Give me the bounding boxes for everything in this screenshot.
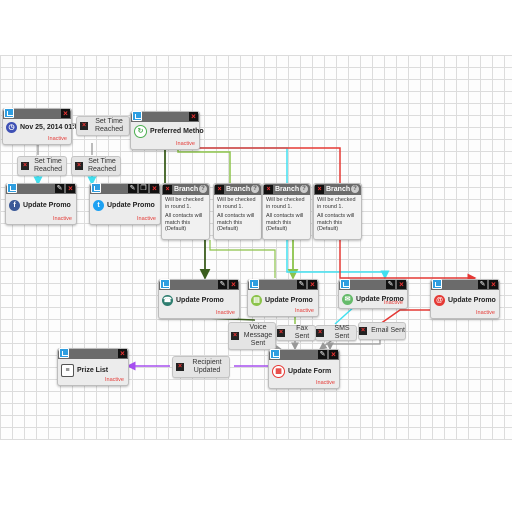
edit-icon[interactable]: [160, 279, 170, 289]
status-label: Inactive: [316, 380, 335, 386]
delete-icon[interactable]: ×: [189, 112, 198, 121]
node-date-trigger[interactable]: × ◷ Nov 25, 2014 01:0 Inactive: [2, 108, 78, 145]
form-icon: ▦: [272, 365, 285, 378]
delete-icon[interactable]: ×: [118, 349, 127, 358]
facebook-icon: f: [9, 200, 20, 211]
fax-icon: ▤: [251, 295, 262, 306]
delete-icon[interactable]: ×: [150, 184, 159, 193]
edit-icon[interactable]: [270, 349, 280, 359]
help-icon[interactable]: ?: [251, 185, 259, 193]
delete-icon[interactable]: ×: [264, 185, 273, 194]
edit-icon[interactable]: [249, 279, 259, 289]
connector-set-time-2[interactable]: × Set Time Reached: [17, 156, 67, 176]
edit-icon[interactable]: [7, 183, 17, 193]
edit-icon[interactable]: [91, 183, 101, 193]
connector-voice-sent[interactable]: × Voice Message Sent: [228, 322, 276, 350]
phone-icon: ☎: [162, 295, 173, 306]
edit-icon[interactable]: [432, 279, 442, 289]
delete-icon[interactable]: ×: [80, 122, 88, 130]
node-promo-sms[interactable]: ✎× ✉ Update Promo Inactive: [338, 279, 408, 309]
status-label: Inactive: [176, 141, 195, 147]
twitter-icon: t: [93, 200, 104, 211]
node-title: Preferred Metho: [150, 128, 204, 135]
branch-3[interactable]: ×Branch? Will be checked in round 1. All…: [262, 183, 311, 240]
edit-icon[interactable]: [59, 348, 69, 358]
edit-icon[interactable]: [340, 279, 350, 289]
connector-set-time-1[interactable]: × Set Time Reached: [76, 116, 130, 136]
help-icon[interactable]: ?: [351, 185, 359, 193]
connector-set-time-3[interactable]: × Set Time Reached: [71, 156, 121, 176]
connector-sms-sent[interactable]: × SMS Sent: [315, 325, 357, 341]
node-title: Update Promo: [356, 296, 404, 303]
delete-icon[interactable]: ×: [277, 329, 285, 337]
node-title: Nov 25, 2014 01:0: [20, 124, 79, 131]
status-label: Inactive: [105, 377, 124, 383]
pencil-icon[interactable]: ✎: [55, 184, 64, 193]
delete-icon[interactable]: ×: [397, 280, 406, 289]
branch-2[interactable]: ×Branch? Will be checked in round 1. All…: [213, 183, 262, 240]
node-prize-list[interactable]: × ≡ Prize List Inactive: [57, 348, 129, 386]
node-title: Update Form: [288, 368, 332, 375]
delete-icon[interactable]: ×: [176, 363, 184, 371]
email-icon: @: [434, 295, 445, 306]
status-label: Inactive: [216, 310, 235, 316]
delete-icon[interactable]: ×: [61, 109, 70, 118]
pencil-icon[interactable]: ✎: [386, 280, 395, 289]
node-preferred-method[interactable]: × ↻ Preferred Metho Inactive: [130, 111, 204, 150]
help-icon[interactable]: ?: [300, 185, 308, 193]
node-promo-facebook[interactable]: ✎× f Update Promo Inactive: [5, 183, 77, 225]
connector-email-sent[interactable]: × Email Sent: [358, 322, 406, 340]
status-label: Inactive: [476, 310, 495, 316]
delete-icon[interactable]: ×: [316, 329, 324, 337]
delete-icon[interactable]: ×: [231, 332, 239, 340]
node-title: Update Promo: [448, 297, 496, 304]
status-label: Inactive: [295, 308, 314, 314]
node-promo-fax[interactable]: ✎× ▤ Update Promo Inactive: [247, 279, 319, 317]
edit-icon[interactable]: [132, 111, 142, 121]
delete-icon[interactable]: ×: [489, 280, 498, 289]
node-title: Prize List: [77, 367, 109, 374]
delete-icon[interactable]: ×: [215, 185, 224, 194]
pencil-icon[interactable]: ✎: [128, 184, 137, 193]
delete-icon[interactable]: ×: [308, 280, 317, 289]
status-label: Inactive: [137, 216, 156, 222]
connector-fax-sent[interactable]: × Fax Sent: [276, 325, 316, 341]
pencil-icon[interactable]: ✎: [318, 350, 327, 359]
copy-icon[interactable]: ❐: [139, 184, 148, 193]
edit-icon[interactable]: [4, 108, 14, 118]
node-promo-voice[interactable]: ✎× ☎ Update Promo Inactive: [158, 279, 240, 319]
delete-icon[interactable]: ×: [163, 185, 172, 194]
delete-icon[interactable]: ×: [75, 162, 83, 170]
chat-icon: ✉: [342, 294, 353, 305]
status-label: Inactive: [384, 300, 403, 306]
refresh-icon: ↻: [134, 125, 147, 138]
branch-4[interactable]: ×Branch? Will be checked in round 1. All…: [313, 183, 362, 240]
delete-icon[interactable]: ×: [359, 327, 368, 335]
delete-icon[interactable]: ×: [66, 184, 75, 193]
delete-icon[interactable]: ×: [329, 350, 338, 359]
delete-icon[interactable]: ×: [21, 162, 29, 170]
status-label: Inactive: [53, 216, 72, 222]
pencil-icon[interactable]: ✎: [218, 280, 227, 289]
help-icon[interactable]: ?: [199, 185, 207, 193]
delete-icon[interactable]: ×: [229, 280, 238, 289]
pencil-icon[interactable]: ✎: [297, 280, 306, 289]
branch-1[interactable]: ×Branch? Will be checked in round 1. All…: [161, 183, 210, 240]
clock-icon: ◷: [6, 122, 17, 133]
node-update-form[interactable]: ✎× ▦ Update Form Inactive: [268, 349, 340, 389]
pencil-icon[interactable]: ✎: [478, 280, 487, 289]
node-promo-email[interactable]: ✎× @ Update Promo Inactive: [430, 279, 500, 319]
connector-recipient-updated[interactable]: × Recipient Updated: [172, 356, 230, 378]
node-promo-twitter[interactable]: ✎❐× t Update Promo Inactive: [89, 183, 161, 225]
node-title: Update Promo: [176, 297, 224, 304]
node-title: Update Promo: [265, 297, 313, 304]
node-title: Update Promo: [23, 202, 71, 209]
status-label: Inactive: [48, 136, 67, 142]
node-title: Update Promo: [107, 202, 155, 209]
list-icon: ≡: [61, 364, 74, 377]
delete-icon[interactable]: ×: [315, 185, 324, 194]
